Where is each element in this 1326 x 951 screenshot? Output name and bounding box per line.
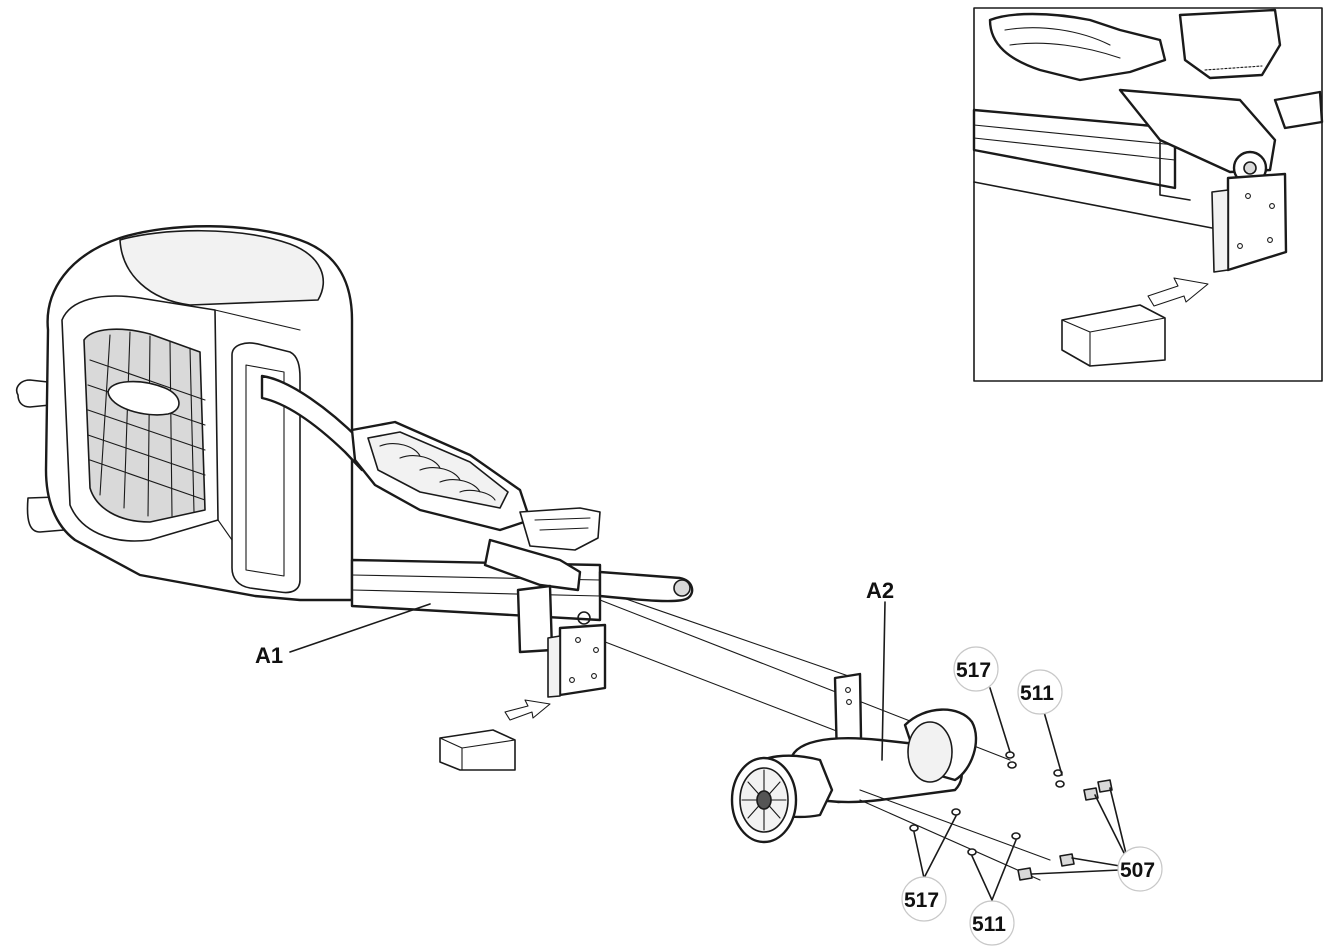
label-517-bottom: 517 bbox=[904, 889, 939, 912]
bubble-511-bottom bbox=[969, 900, 1015, 946]
elliptical-housing bbox=[15, 225, 354, 602]
stabilizer-a2 bbox=[730, 672, 1051, 881]
label-511-top: 511 bbox=[1020, 682, 1054, 705]
label-517-top: 517 bbox=[956, 659, 991, 682]
leader-lines bbox=[289, 601, 1131, 901]
label-507: 507 bbox=[1120, 859, 1155, 882]
label-a2: A2 bbox=[866, 578, 894, 603]
bubble-517-top bbox=[953, 646, 999, 692]
rear-bracket bbox=[516, 584, 607, 698]
label-511-bottom: 511 bbox=[972, 913, 1006, 936]
hardware-parts bbox=[909, 751, 1113, 881]
bubble-517-bottom bbox=[901, 876, 947, 922]
support-block bbox=[439, 729, 516, 771]
bubble-507 bbox=[1117, 846, 1163, 892]
bubble-511-top bbox=[1017, 669, 1063, 715]
pedal-assembly bbox=[260, 374, 694, 603]
mesh-grille bbox=[83, 328, 206, 523]
label-a1: A1 bbox=[255, 643, 283, 668]
inset-detail bbox=[972, 7, 1324, 382]
direction-arrow bbox=[504, 699, 551, 721]
